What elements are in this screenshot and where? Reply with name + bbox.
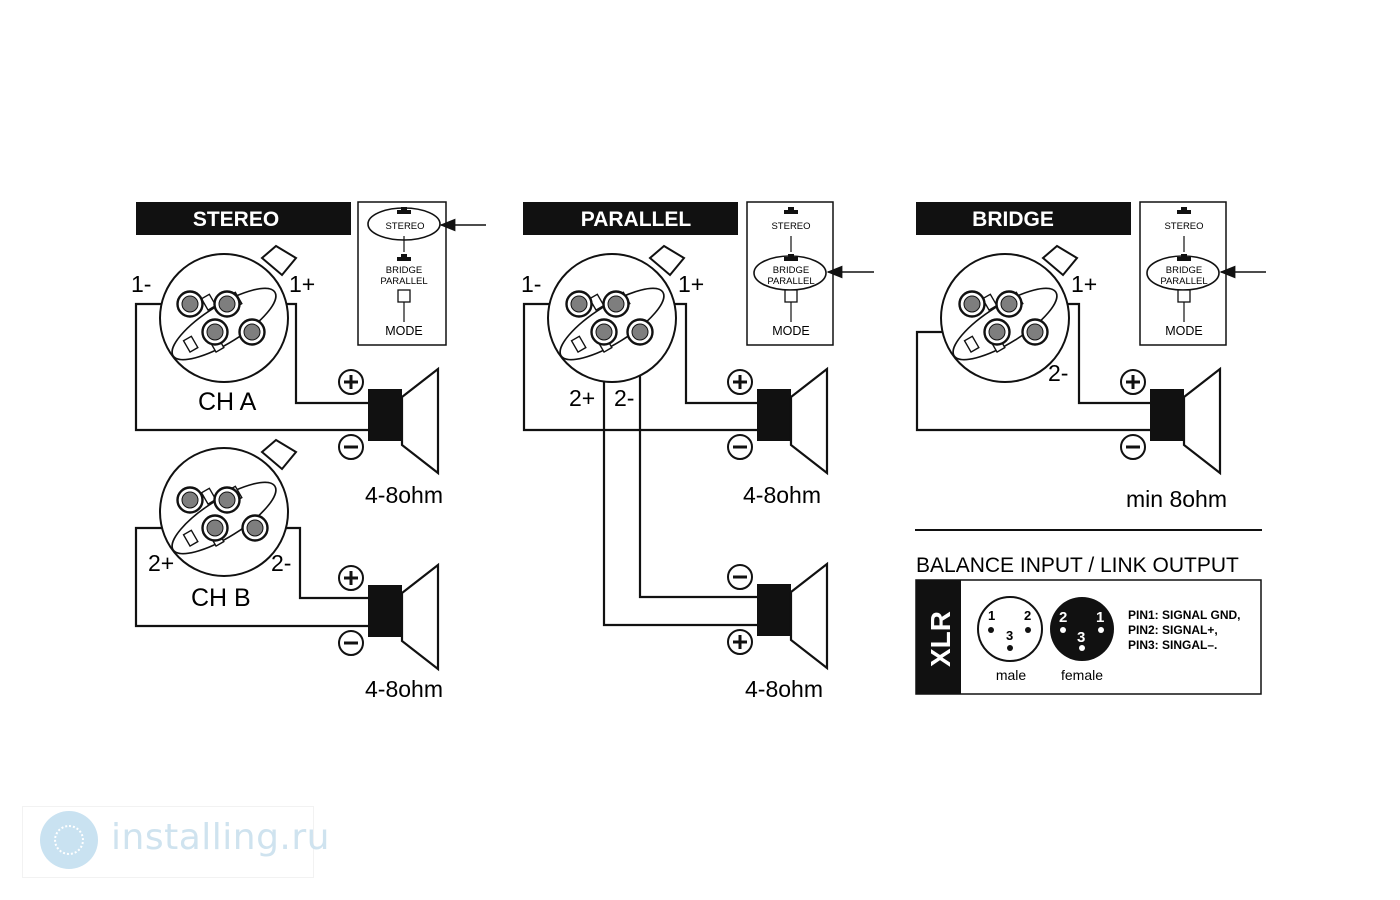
female-pin-2: 2 — [1059, 609, 1067, 626]
stereo-b-pos-label: 2+ — [148, 550, 174, 576]
parallel-title-bar — [523, 202, 738, 235]
mode-stereo-label: STEREO — [1164, 221, 1203, 232]
stereo-a-neg-label: 1- — [131, 271, 151, 297]
bridge-pin-2neg — [1021, 318, 1049, 346]
parallel-pin-1neg — [565, 290, 593, 318]
parallel-speaker-bottom-icon — [755, 562, 829, 670]
mode-label: MODE — [385, 324, 423, 338]
stereo-b-pin-2neg — [241, 514, 269, 542]
mode-bridge-label: BRIDGE — [386, 265, 422, 276]
parallel-pos2-label: 2+ — [569, 385, 595, 411]
parallel-speaker-top-icon — [755, 367, 829, 475]
parallel-section: PARALLEL STEREO BRIDGE PARALLEL MODE 1- — [521, 201, 874, 702]
bridge-mode-panel: STEREO BRIDGE PARALLEL MODE — [1139, 201, 1227, 346]
mode-stereo-label: STEREO — [771, 221, 810, 232]
bridge-pin-2pos — [983, 318, 1011, 346]
watermark-text: installing.ru — [111, 817, 330, 858]
mode-stereo-label: STEREO — [385, 221, 424, 232]
mode-bridge-label: BRIDGE — [1166, 265, 1202, 276]
stereo-b-pin-1neg — [176, 486, 204, 514]
plus-icon — [337, 368, 365, 396]
bridge-section: BRIDGE STEREO BRIDGE PARALLEL MODE 1+ 2- — [915, 201, 1266, 695]
stereo-a-pin-1neg — [176, 290, 204, 318]
watermark: installing.ru — [22, 806, 329, 878]
xlr-label: XLR — [925, 611, 956, 667]
pin2-legend: PIN2: SIGNAL+, — [1128, 623, 1218, 637]
stereo-a-speaker-icon — [366, 367, 440, 475]
male-pin-2: 2 — [1024, 608, 1031, 623]
stereo-section: STEREO STEREO BRIDGE PARALLEL MODE 1- 1+ — [131, 201, 486, 702]
stereo-title: STEREO — [193, 208, 279, 231]
bridge-pin-1neg — [958, 290, 986, 318]
plus-icon — [1119, 368, 1147, 396]
mode-switch-box — [397, 289, 411, 303]
stereo-b-pin-1pos — [213, 486, 241, 514]
xlr-male-icon — [977, 596, 1043, 662]
minus-icon — [726, 433, 754, 461]
parallel-neg2-label: 2- — [614, 385, 634, 411]
mode-label: MODE — [772, 324, 810, 338]
stereo-b-impedance: 4-8ohm — [365, 676, 443, 702]
pin1-legend: PIN1: SIGNAL GND, — [1128, 608, 1240, 622]
stereo-mode-panel: STEREO BRIDGE PARALLEL MODE — [357, 201, 447, 346]
stereo-a-pin-2pos — [201, 318, 229, 346]
stereo-b-neg-label: 2- — [271, 550, 291, 576]
bridge-title-bar — [916, 202, 1131, 235]
mode-switch-box — [1177, 289, 1191, 303]
parallel-mode-panel: STEREO BRIDGE PARALLEL MODE — [746, 201, 834, 346]
xlr-side-bar — [916, 580, 961, 694]
mode-parallel-label: PARALLEL — [1160, 276, 1207, 287]
parallel-impedance-bottom: 4-8ohm — [745, 676, 823, 702]
female-pin-1: 1 — [1096, 609, 1104, 626]
stereo-ch-b-label: CH B — [191, 584, 251, 612]
bridge-speaker-icon — [1148, 367, 1222, 475]
stereo-ch-a-label: CH A — [198, 388, 257, 416]
male-pin-1: 1 — [988, 608, 995, 623]
male-label: male — [996, 667, 1027, 683]
pin3-legend: PIN3: SINGAL–. — [1128, 638, 1217, 652]
minus-icon — [726, 563, 754, 591]
bridge-impedance: min 8ohm — [1126, 486, 1227, 512]
plus-icon — [726, 368, 754, 396]
male-pin-3: 3 — [1006, 628, 1013, 643]
stereo-a-impedance: 4-8ohm — [365, 482, 443, 508]
stereo-a-pos-label: 1+ — [289, 271, 315, 297]
xlr-panel: XLR 1 2 3 male 2 1 3 female PIN1: SIGNAL… — [915, 579, 1262, 695]
parallel-neg1-label: 1- — [521, 271, 541, 297]
parallel-pin-2neg — [626, 318, 654, 346]
stereo-a-pin-2neg — [238, 318, 266, 346]
bridge-pos1-label: 1+ — [1071, 271, 1097, 297]
stereo-title-bar — [136, 202, 351, 235]
parallel-pin-1pos — [602, 290, 630, 318]
female-pin-3: 3 — [1077, 629, 1085, 646]
female-label: female — [1061, 667, 1103, 683]
mode-switch-box — [784, 289, 798, 303]
balance-heading: BALANCE INPUT / LINK OUTPUT — [916, 554, 1239, 577]
parallel-pin-2pos — [590, 318, 618, 346]
parallel-title: PARALLEL — [581, 208, 692, 231]
bridge-pin-1pos — [995, 290, 1023, 318]
plus-icon — [337, 564, 365, 592]
minus-icon — [337, 433, 365, 461]
stereo-b-speaker-icon — [366, 563, 440, 671]
bridge-neg2-label: 2- — [1048, 360, 1068, 386]
minus-icon — [337, 629, 365, 657]
bridge-title: BRIDGE — [972, 208, 1054, 231]
xlr-female-icon — [1050, 597, 1114, 661]
mode-parallel-label: PARALLEL — [767, 276, 814, 287]
minus-icon — [1119, 433, 1147, 461]
mode-bridge-label: BRIDGE — [773, 265, 809, 276]
mode-label: MODE — [1165, 324, 1203, 338]
mode-parallel-label: PARALLEL — [380, 276, 427, 287]
stereo-b-pin-2pos — [201, 514, 229, 542]
parallel-impedance-top: 4-8ohm — [743, 482, 821, 508]
watermark-logo-icon — [40, 811, 98, 869]
plus-icon — [726, 628, 754, 656]
stereo-a-pin-1pos — [213, 290, 241, 318]
parallel-pos1-label: 1+ — [678, 271, 704, 297]
